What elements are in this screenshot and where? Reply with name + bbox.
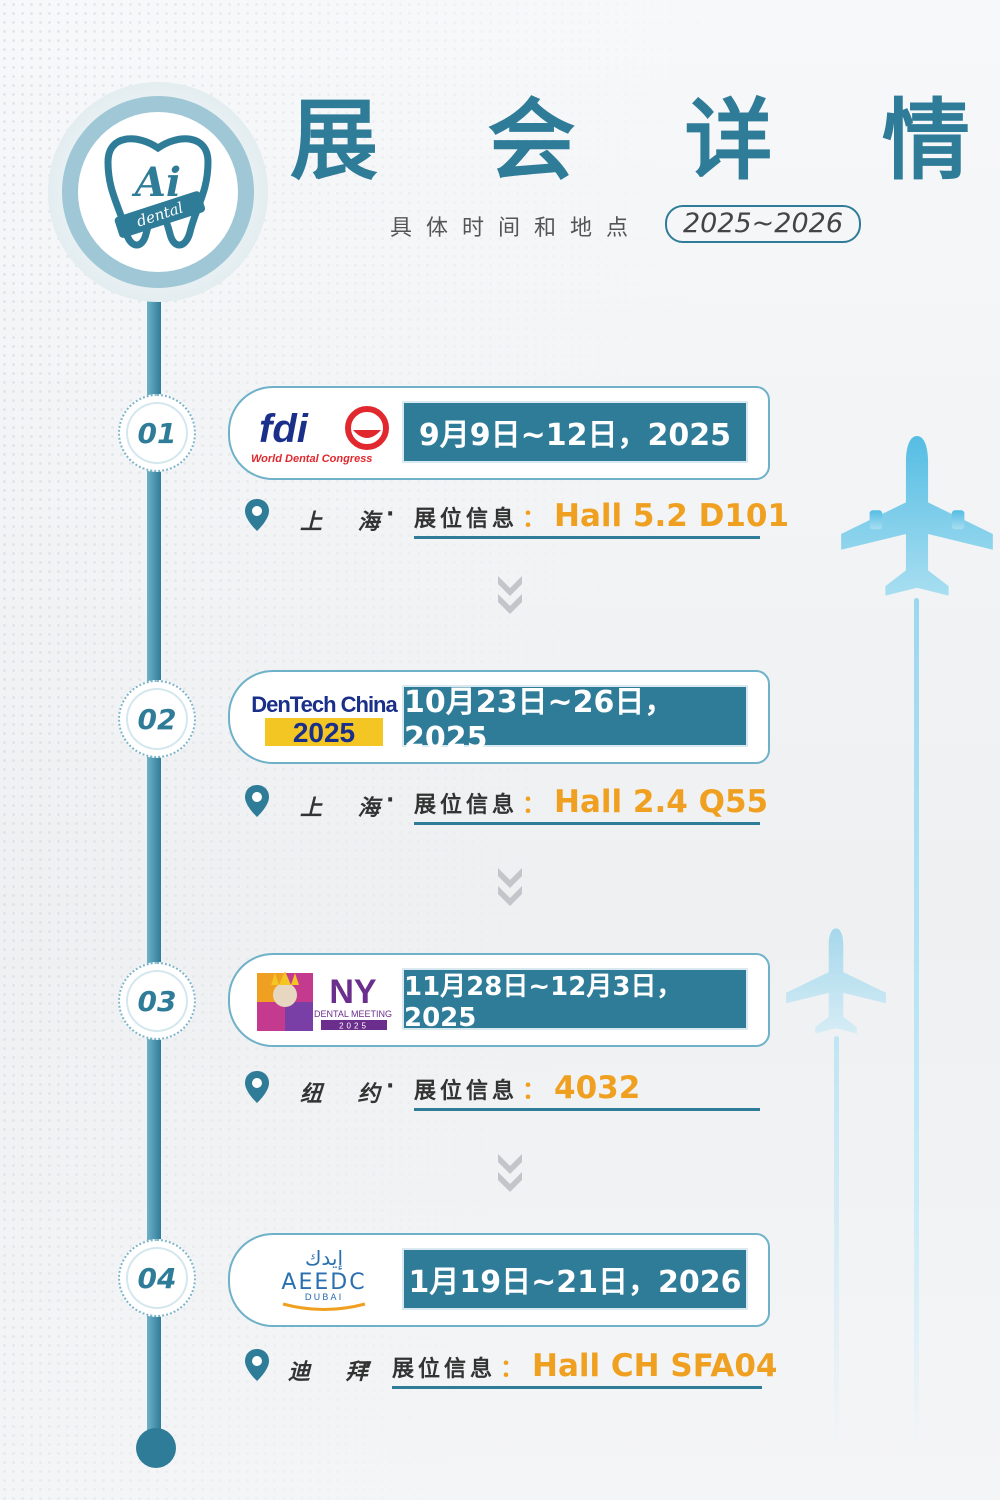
event-card: إيدك AEEDC DUBAI 1月19日~21日，2026 xyxy=(228,1233,770,1327)
booth-value: 4032 xyxy=(554,1070,641,1106)
event-number-badge: 04 xyxy=(118,1239,196,1317)
svg-text:2025: 2025 xyxy=(339,1022,369,1031)
event-number: 04 xyxy=(128,1249,186,1307)
location-pin-icon xyxy=(245,1071,269,1103)
event-number-badge: 02 xyxy=(118,680,196,758)
event-number: 02 xyxy=(128,690,186,748)
event-city: 上 海 xyxy=(300,796,394,821)
fdi-logo: fdi World Dental Congress xyxy=(244,394,404,472)
event-number-badge: 01 xyxy=(118,394,196,472)
dentech-china-logo: DenTech China 2025 xyxy=(244,678,404,756)
booth-label: 展位信息 xyxy=(392,1357,497,1382)
booth-info: 展位信息：4032 xyxy=(414,1070,760,1111)
separator: · xyxy=(386,502,395,527)
logo-background xyxy=(78,112,238,272)
event-location: 纽 约 · 展位信息：4032 xyxy=(244,1070,764,1118)
svg-text:NY: NY xyxy=(329,973,377,1011)
event-location: 上 海 · 展位信息：Hall 5.2 D101 xyxy=(244,498,789,546)
title-char: 详 xyxy=(684,88,773,192)
svg-text:DENTAL MEETING: DENTAL MEETING xyxy=(314,1009,392,1019)
separator: · xyxy=(364,1352,373,1377)
svg-text:إيدك: إيدك xyxy=(305,1246,343,1271)
event-city: 迪 拜 xyxy=(288,1360,382,1385)
event-number-badge: 03 xyxy=(118,962,196,1040)
page-title: 展 会 详 情 xyxy=(290,78,970,192)
booth-info: 展位信息：Hall CH SFA04 xyxy=(392,1348,778,1389)
event-date: 11月28日~12月3日，2025 xyxy=(402,968,748,1033)
svg-text:2025: 2025 xyxy=(293,717,355,748)
chevron-down-icon xyxy=(498,1154,522,1192)
logo-text-main: Ai xyxy=(131,159,181,206)
booth-label: 展位信息 xyxy=(414,793,519,818)
timeline-line xyxy=(147,270,161,1450)
event-number: 01 xyxy=(128,404,186,462)
location-pin-icon xyxy=(245,499,269,531)
booth-value: Hall 2.4 Q55 xyxy=(554,784,769,820)
event-location: 上 海 · 展位信息：Hall 2.4 Q55 xyxy=(244,784,768,832)
ai-dental-logo: Ai dental xyxy=(104,135,212,249)
event-date: 10月23日~26日，2025 xyxy=(402,685,748,756)
year-range-badge: 2025~2026 xyxy=(665,205,861,243)
svg-text:AEEDC: AEEDC xyxy=(281,1270,366,1295)
booth-info: 展位信息：Hall 5.2 D101 xyxy=(414,498,789,539)
title-char: 情 xyxy=(881,88,970,192)
event-city: 纽 约 xyxy=(300,1082,394,1107)
chevron-down-icon xyxy=(498,868,522,906)
airplane-icon xyxy=(841,436,993,596)
location-pin-icon xyxy=(245,1349,269,1381)
booth-label: 展位信息 xyxy=(414,507,519,532)
airplane-trail xyxy=(834,1036,839,1456)
svg-text:fdi: fdi xyxy=(259,407,309,451)
svg-text:DenTech China: DenTech China xyxy=(251,692,398,717)
aeedc-dubai-logo: إيدك AEEDC DUBAI xyxy=(244,1241,404,1319)
chevron-down-icon xyxy=(498,576,522,614)
event-location: 迪 拜 · 展位信息：Hall CH SFA04 xyxy=(244,1348,778,1396)
title-char: 会 xyxy=(487,88,576,192)
booth-value: Hall CH SFA04 xyxy=(532,1348,778,1384)
booth-value: Hall 5.2 D101 xyxy=(554,498,790,534)
event-card: NY DENTAL MEETING 2025 11月28日~12月3日，2025 xyxy=(228,953,770,1047)
airplane-icon xyxy=(786,928,886,1034)
event-card: DenTech China 2025 10月23日~26日，2025 xyxy=(228,670,770,764)
booth-label: 展位信息 xyxy=(414,1079,519,1104)
booth-info: 展位信息：Hall 2.4 Q55 xyxy=(414,784,768,825)
airplane-trail xyxy=(914,598,919,1450)
svg-text:DUBAI: DUBAI xyxy=(305,1293,344,1303)
greater-ny-dental-meeting-logo: NY DENTAL MEETING 2025 xyxy=(244,961,404,1039)
event-city: 上 海 xyxy=(300,510,394,535)
event-date: 1月19日~21日，2026 xyxy=(402,1248,748,1310)
separator: · xyxy=(386,1074,395,1099)
timeline-end-dot xyxy=(136,1428,176,1468)
page-subtitle: 具体时间和地点 xyxy=(390,216,643,241)
title-char: 展 xyxy=(290,88,379,192)
separator: · xyxy=(386,788,395,813)
location-pin-icon xyxy=(245,785,269,817)
event-number: 03 xyxy=(128,972,186,1030)
event-date: 9月9日~12日，2025 xyxy=(402,401,748,463)
event-card: fdi World Dental Congress 9月9日~12日，2025 xyxy=(228,386,770,480)
svg-text:World Dental Congress: World Dental Congress xyxy=(251,453,372,465)
